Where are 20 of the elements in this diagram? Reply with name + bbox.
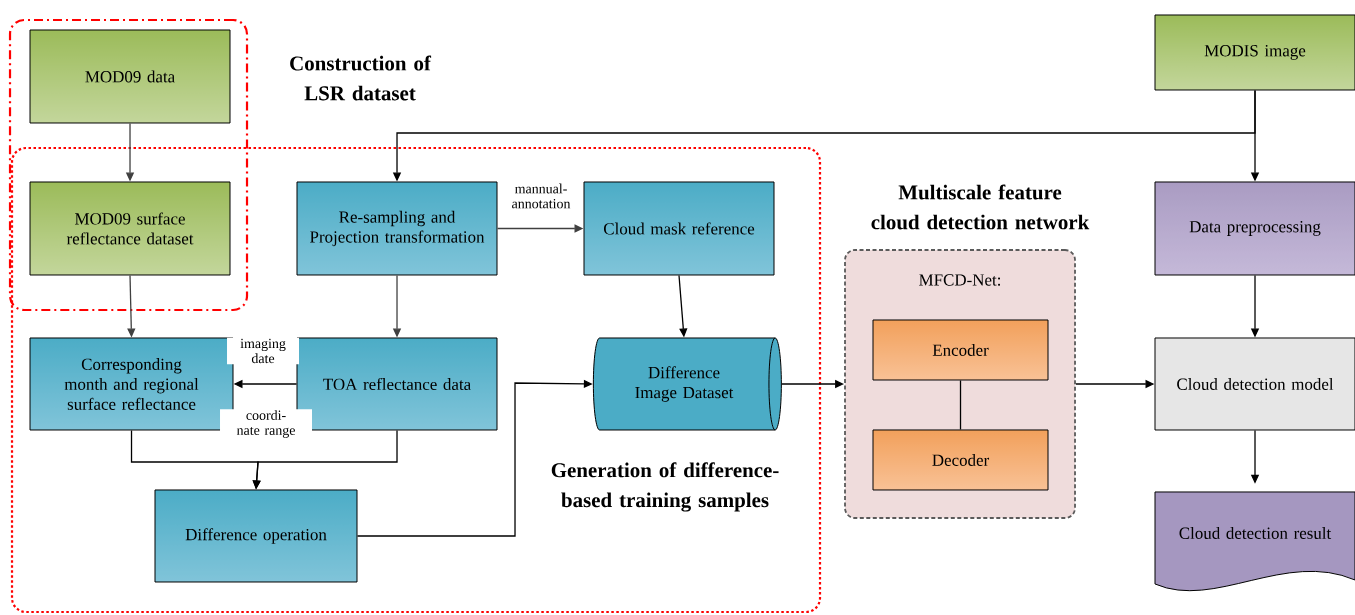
process-box: Corresponding month and regional surface reflectance: [29, 337, 234, 431]
section-heading: Generation of difference-based training samples: [551, 462, 779, 512]
database-cylinder: Difference Image Dataset: [592, 337, 782, 431]
edge-label: mannual-annotation: [500, 182, 582, 210]
edge-label: imaging date: [227, 337, 299, 365]
section-heading: Multiscale feature cloud detection network: [871, 184, 1090, 230]
process-box: Cloud mask reference: [583, 181, 775, 276]
process-box: Encoder: [872, 319, 1049, 381]
process-box: TOA reflectance data: [296, 337, 498, 431]
process-box: MOD09 data: [29, 29, 231, 124]
panel-title: MFCD-Net:: [919, 274, 1001, 286]
process-box: Re-sampling and Projection transformation: [296, 181, 498, 276]
annotation-text: coordi-nate range: [220, 409, 312, 439]
process-box: MOD09 surface reflectance dataset: [29, 181, 231, 276]
process-box: MODIS image: [1154, 14, 1355, 91]
process-box: Decoder: [872, 429, 1049, 491]
process-box: Difference operation: [154, 489, 358, 583]
section-heading: Construction of LSR dataset: [290, 55, 432, 101]
process-box: Data preprocessing: [1154, 181, 1355, 276]
process-box: Cloud detection model: [1154, 337, 1355, 431]
